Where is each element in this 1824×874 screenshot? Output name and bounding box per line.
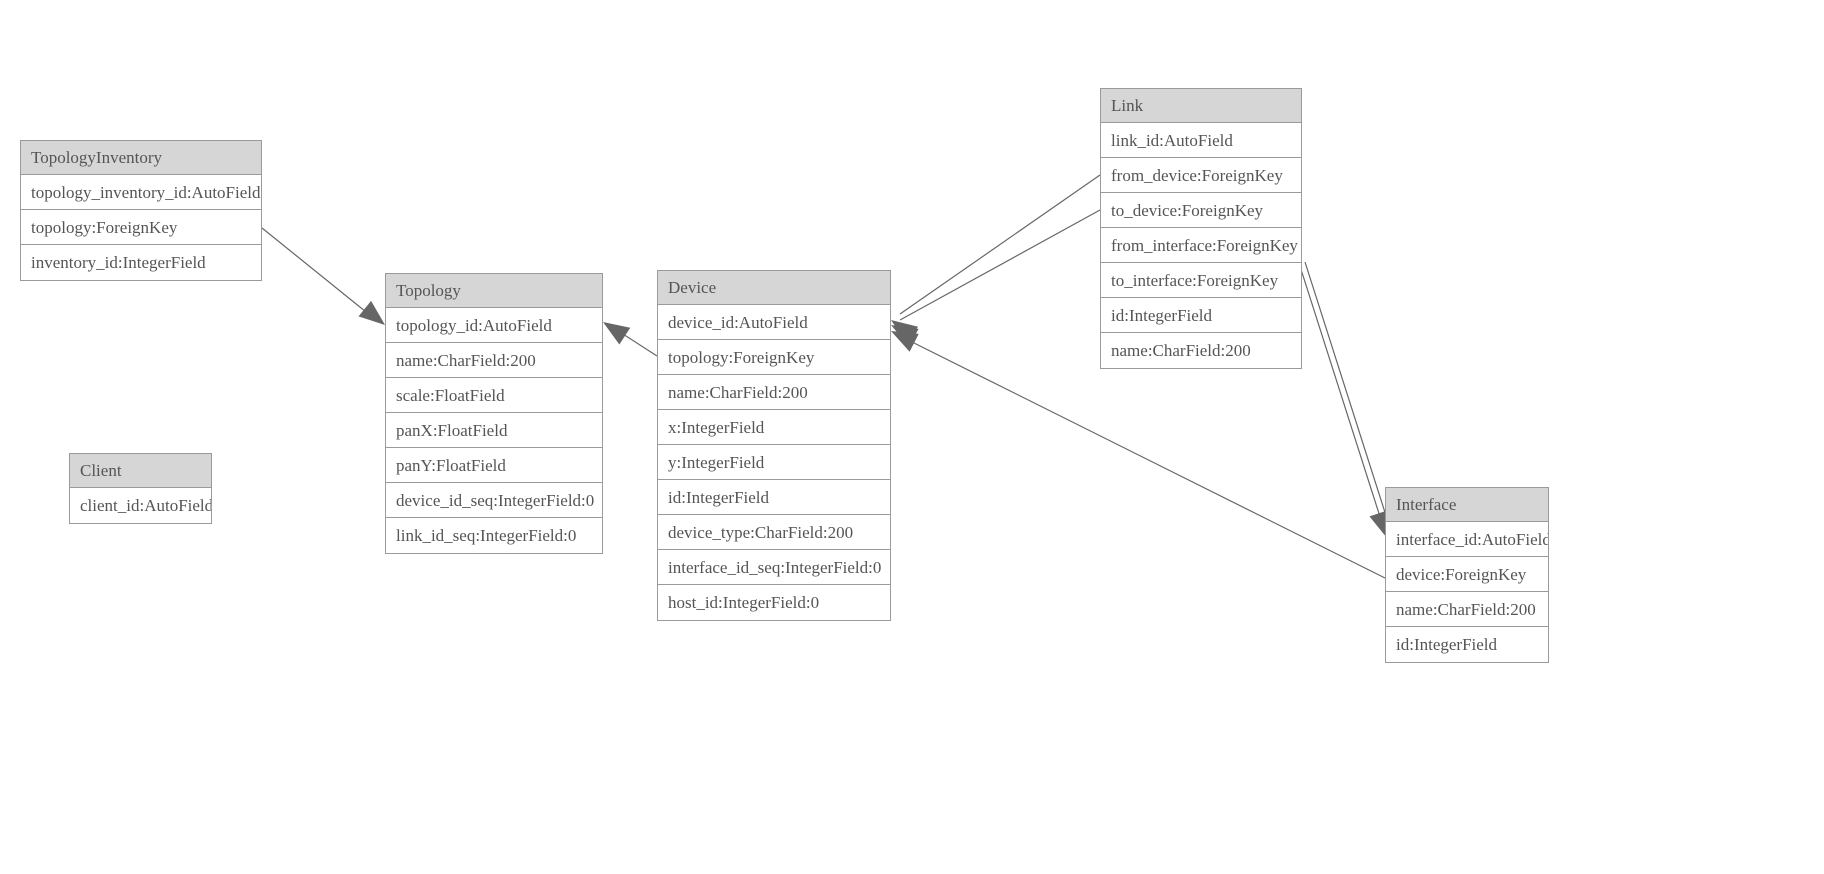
entity-field: x:IntegerField: [658, 410, 890, 445]
entity-field: name:CharField:200: [658, 375, 890, 410]
entity-field: id:IntegerField: [1386, 627, 1548, 662]
relationship-line: [261, 227, 377, 321]
relationship-arrowhead-icon: [891, 331, 919, 352]
entity-field: scale:FloatField: [386, 378, 602, 413]
relationship-line: [1304, 261, 1390, 526]
relationship-arrowhead-icon: [891, 325, 919, 347]
rel-link-todevice: [891, 209, 1101, 347]
entity-field: device_id:AutoField: [658, 305, 890, 340]
entity-title-interface: Interface: [1386, 488, 1548, 522]
entity-field: panY:FloatField: [386, 448, 602, 483]
entity-field: id:IntegerField: [1101, 298, 1301, 333]
relationship-line: [899, 209, 1101, 321]
entity-field: inventory_id:IntegerField: [21, 245, 261, 280]
entity-field: to_interface:ForeignKey: [1101, 263, 1301, 298]
entity-title-client: Client: [70, 454, 211, 488]
entity-field: client_id:AutoField: [70, 488, 211, 523]
entity-field: name:CharField:200: [386, 343, 602, 378]
entity-field: from_interface:ForeignKey: [1101, 228, 1301, 263]
entity-field: topology:ForeignKey: [658, 340, 890, 375]
rel-device-topology: [603, 322, 658, 357]
entity-field: name:CharField:200: [1101, 333, 1301, 368]
entity-field: link_id:AutoField: [1101, 123, 1301, 158]
relationship-line: [1297, 259, 1383, 524]
entity-field: interface_id:AutoField: [1386, 522, 1548, 557]
rel-link-fromdevice: [891, 174, 1101, 344]
entity-title-topology: Topology: [386, 274, 602, 308]
relationship-line: [611, 326, 658, 357]
relationship-line: [899, 335, 1386, 579]
entity-field: device_type:CharField:200: [658, 515, 890, 550]
entity-title-link: Link: [1101, 89, 1301, 123]
entity-field: interface_id_seq:IntegerField:0: [658, 550, 890, 585]
entity-field: link_id_seq:IntegerField:0: [386, 518, 602, 553]
entity-field: device_id_seq:IntegerField:0: [386, 483, 602, 518]
entity-field: topology_id:AutoField: [386, 308, 602, 343]
relationship-line: [899, 174, 1101, 315]
entity-field: y:IntegerField: [658, 445, 890, 480]
entity-field: panX:FloatField: [386, 413, 602, 448]
entity-field: device:ForeignKey: [1386, 557, 1548, 592]
rel-link-frominterface: [1297, 259, 1389, 538]
entity-field: to_device:ForeignKey: [1101, 193, 1301, 228]
entity-field: id:IntegerField: [658, 480, 890, 515]
entity-field: host_id:IntegerField:0: [658, 585, 890, 620]
entity-field: name:CharField:200: [1386, 592, 1548, 627]
entity-title-topologyinventory: TopologyInventory: [21, 141, 261, 175]
rel-topologyinventory-topology: [261, 227, 385, 325]
entity-field: topology_inventory_id:AutoField: [21, 175, 261, 210]
entity-title-device: Device: [658, 271, 890, 305]
entity-field: topology:ForeignKey: [21, 210, 261, 245]
entity-field: from_device:ForeignKey: [1101, 158, 1301, 193]
